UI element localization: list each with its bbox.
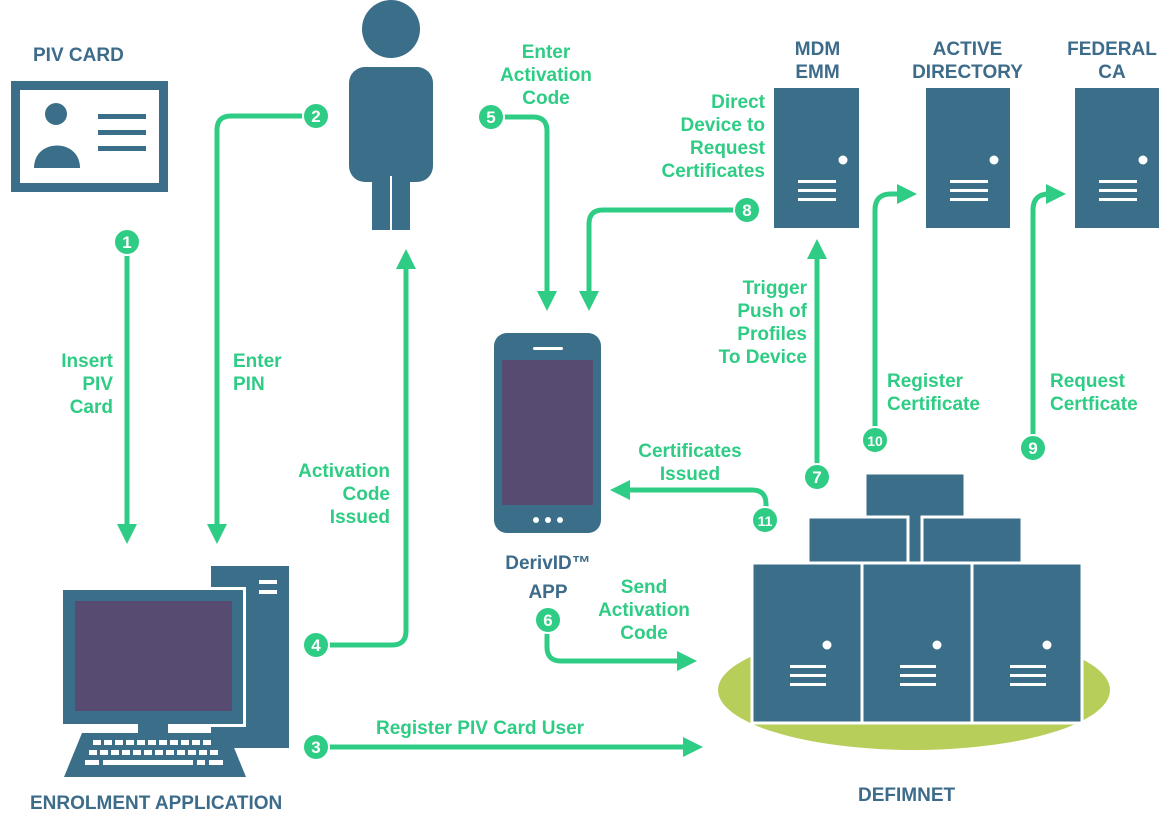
piv-card-title: PIV CARD: [33, 45, 124, 66]
step-1-number: 1: [122, 233, 131, 252]
step-6-badge: 6: [534, 606, 562, 634]
active-directory-server-icon: [926, 88, 1010, 228]
step-5-arrow: [502, 114, 557, 311]
step-4-number: 4: [311, 636, 321, 655]
step-9-number: 9: [1028, 439, 1037, 458]
desktop-computer-icon: [60, 566, 289, 777]
step-9-badge: 9: [1019, 434, 1047, 462]
step-6-arrow: [544, 632, 697, 671]
defimnet-title: DEFIMNET: [858, 785, 956, 806]
step-5-badge: 5: [477, 103, 505, 131]
step-9-arrow: [1030, 184, 1066, 443]
step-6-number: 6: [543, 611, 552, 630]
step-11-badge: 11: [751, 506, 779, 534]
mdm-emm-server-icon: [774, 88, 859, 228]
enrolment-application-title: ENROLMENT APPLICATION: [30, 793, 283, 814]
step-8-arrow: [579, 207, 737, 311]
step-5-number: 5: [486, 108, 495, 127]
step-2-arrow: [207, 113, 304, 544]
defimnet-server-cluster-icon: [718, 471, 1110, 750]
step-3-label: Register PIV Card User: [376, 718, 585, 739]
step-8-number: 8: [742, 201, 751, 220]
step-11-number: 11: [758, 513, 773, 529]
step-4-badge: 4: [302, 631, 330, 659]
step-10-number: 10: [867, 433, 883, 449]
step-7-badge: 7: [803, 463, 831, 491]
federal-ca-server-icon: [1075, 88, 1159, 228]
step-3-number: 3: [311, 738, 320, 757]
smartphone-icon: [494, 333, 601, 533]
step-4-arrow: [327, 249, 416, 648]
step-10-badge: 10: [861, 426, 889, 454]
step-8-badge: 8: [733, 196, 761, 224]
step-1-badge: 1: [113, 228, 141, 256]
step-3-badge: 3: [302, 733, 330, 761]
step-7-number: 7: [812, 468, 821, 487]
step-2-number: 2: [311, 107, 320, 126]
step-2-badge: 2: [302, 102, 330, 130]
step-10-arrow: [872, 184, 917, 433]
step-badges: 1 2 3 4 5 6 7 8 9 10 11: [113, 102, 1047, 761]
step-11-arrow: [610, 480, 769, 523]
piv-card-icon: [11, 81, 168, 192]
user-icon: [349, 0, 433, 230]
